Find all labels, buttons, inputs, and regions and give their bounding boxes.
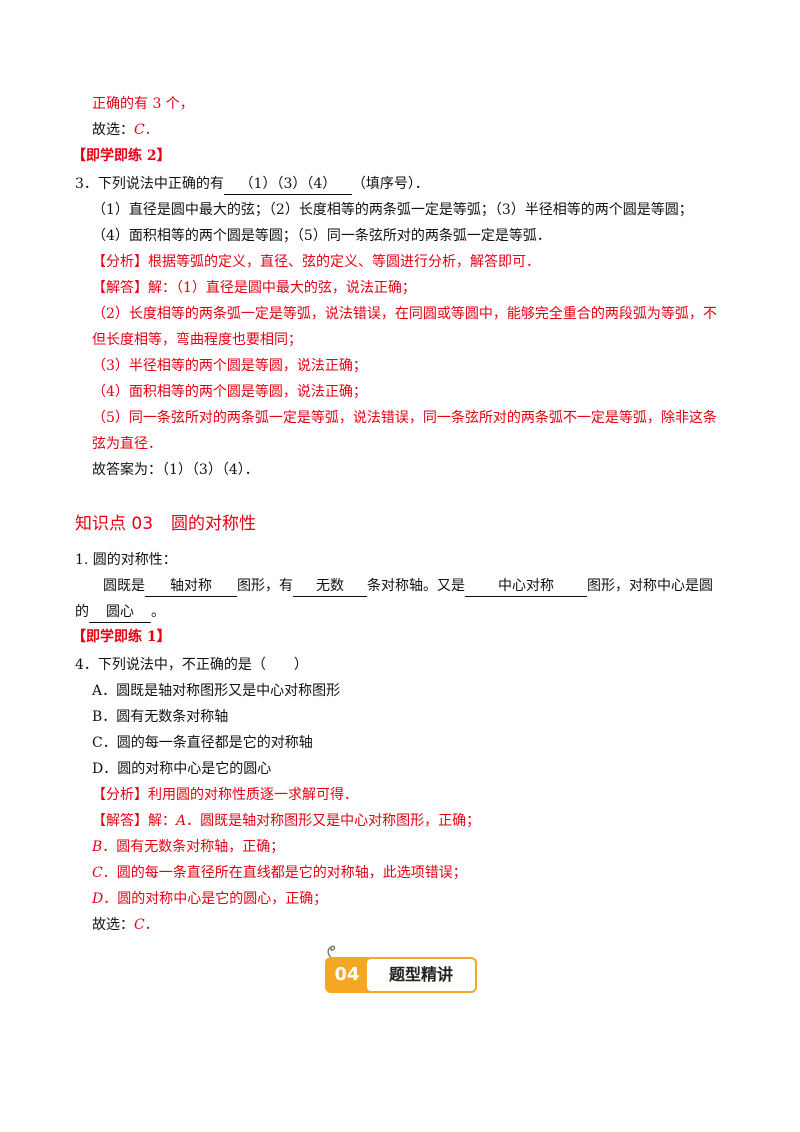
- badge-number: 04: [325, 957, 369, 993]
- option-b: B．圆有无数条对称轴: [92, 709, 229, 725]
- solution-text: ．圆既是轴对称图形又是中心对称图形，正确；: [186, 813, 481, 829]
- fill-blank: 圆心: [89, 602, 151, 623]
- section-heading: 知识点 03 圆的对称性: [75, 512, 256, 536]
- answer-choice: C: [134, 917, 145, 933]
- solution-text: ．圆的对称中心是它的圆心，正确；: [103, 891, 328, 907]
- solution-label: 【解答】解：: [92, 813, 176, 829]
- solution-line: 弦为直径．: [92, 436, 162, 452]
- solution-line: （4）面积相等的两个圆是等圆，说法正确；: [92, 384, 367, 400]
- solution-line: 但长度相等，弯曲程度也要相同；: [92, 332, 302, 348]
- question-stem: 3．下列说法中正确的有（1）（3）（4）（填序号）．: [75, 174, 429, 195]
- option-a: A．圆既是轴对称图形又是中心对称图形: [92, 683, 341, 699]
- option-line: （1）直径是圆中最大的弦；（2）长度相等的两条弧一定是等弧；（3）半径相等的两个…: [92, 202, 693, 218]
- stem-prefix: 3．下列说法中正确的有: [75, 176, 224, 192]
- solution-text: ．圆有无数条对称轴，正确；: [102, 839, 285, 855]
- text: 条对称轴。又是: [367, 578, 465, 594]
- badge-label: 题型精讲: [367, 959, 475, 991]
- option-letter: B: [92, 839, 103, 855]
- solution-line: （3）半径相等的两个圆是等圆，说法正确；: [92, 358, 367, 374]
- stem-suffix: （填序号）．: [351, 176, 429, 192]
- practice-label: 【即学即练 1】: [72, 629, 171, 645]
- option-d: D．圆的对称中心是它的圆心: [92, 761, 272, 777]
- badge-label-box: 题型精讲: [365, 957, 477, 993]
- answer-end: ．: [144, 122, 159, 138]
- option-letter: D: [92, 891, 104, 907]
- fill-paragraph-line: 圆既是轴对称图形，有无数条对称轴。又是中心对称图形，对称中心是圆: [103, 576, 713, 597]
- fill-paragraph-line: 的圆心。: [75, 602, 165, 623]
- option-line: （4）面积相等的两个圆是等圆；（5）同一条弦所对的两条弧一定是等弧．: [92, 228, 551, 244]
- text: 的: [75, 604, 89, 620]
- option-c: C．圆的每一条直径都是它的对称轴: [92, 735, 313, 751]
- fill-blank: 无数: [293, 576, 367, 597]
- answer-line: 故选：C．: [92, 120, 159, 140]
- text-line: 正确的有 3 个，: [92, 96, 194, 112]
- solution-line: C．圆的每一条直径所在直线都是它的对称轴，此选项错误；: [92, 863, 467, 883]
- analysis-line: 【分析】根据等弧的定义，直径、弦的定义、等圆进行分析，解答即可．: [92, 254, 540, 270]
- analysis-line: 【分析】利用圆的对称性质逐一求解可得．: [92, 787, 358, 803]
- point-title: 1. 圆的对称性：: [75, 552, 177, 568]
- solution-line: 【解答】解：（1）直径是圆中最大的弦，说法正确；: [92, 280, 416, 296]
- practice-label: 【即学即练 2】: [72, 148, 171, 164]
- text: 图形，有: [237, 578, 293, 594]
- section-badge: 04 题型精讲: [325, 945, 477, 995]
- answer-blank: （1）（3）（4）: [223, 174, 352, 195]
- solution-line: B．圆有无数条对称轴，正确；: [92, 837, 284, 857]
- text: 图形，对称中心是圆: [587, 578, 713, 594]
- option-letter: A: [176, 813, 187, 829]
- solution-line: （5）同一条弦所对的两条弧一定是等弧，说法错误，同一条弦所对的两条弧不一定是等弧…: [92, 410, 717, 426]
- solution-line: 【解答】解：A．圆既是轴对称图形又是中心对称图形，正确；: [92, 811, 480, 831]
- answer-end: ．: [144, 917, 159, 933]
- text: 。: [151, 604, 165, 620]
- final-answer-line: 故选：C．: [92, 915, 159, 935]
- text: 圆既是: [103, 578, 145, 594]
- answer-prefix: 故选：: [92, 917, 134, 933]
- fill-blank: 中心对称: [465, 576, 587, 597]
- swirl-icon: [327, 945, 336, 959]
- final-answer-line: 故答案为：（1）（3）（4）．: [92, 462, 259, 478]
- answer-prefix: 故选：: [92, 122, 134, 138]
- section-number: 知识点 03: [75, 514, 154, 534]
- question-stem: 4．下列说法中，不正确的是（ ）: [75, 657, 308, 673]
- section-title: 圆的对称性: [171, 514, 257, 534]
- solution-line: （2）长度相等的两条弧一定是等弧，说法错误，在同圆或等圆中，能够完全重合的两段弧…: [92, 306, 717, 322]
- fill-blank: 轴对称: [145, 576, 237, 597]
- solution-line: D．圆的对称中心是它的圆心，正确；: [92, 889, 327, 909]
- solution-text: ．圆的每一条直径所在直线都是它的对称轴，此选项错误；: [102, 865, 467, 881]
- answer-choice: C: [134, 122, 145, 138]
- option-letter: C: [92, 865, 103, 881]
